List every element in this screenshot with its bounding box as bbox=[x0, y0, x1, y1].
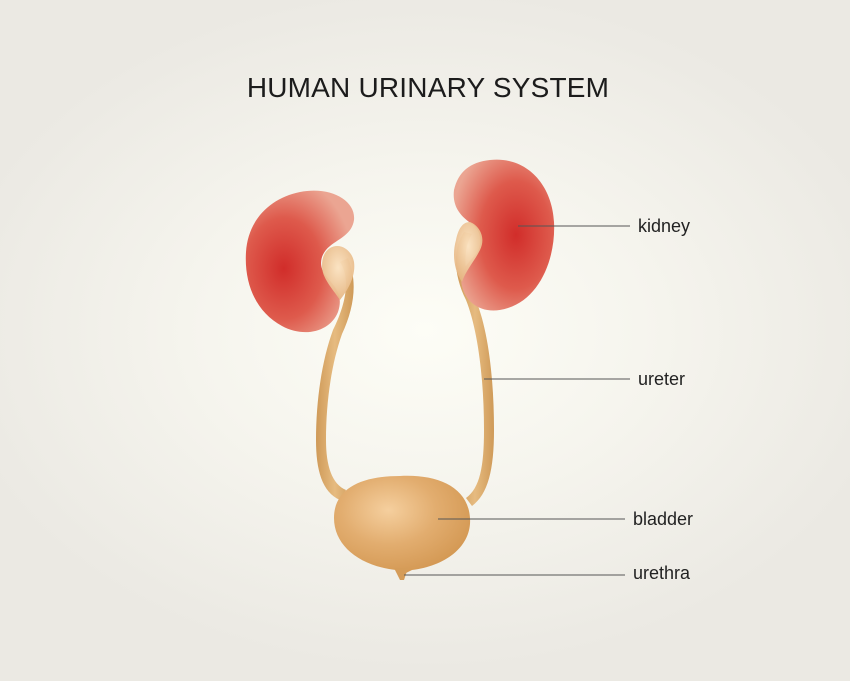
left-kidney bbox=[245, 190, 355, 333]
urethra-label: urethra bbox=[633, 563, 691, 583]
right-renal-pelvis bbox=[454, 222, 483, 282]
bladder bbox=[334, 475, 471, 574]
kidney-label: kidney bbox=[638, 216, 691, 236]
bladder-label: bladder bbox=[633, 509, 694, 529]
ureter-label: ureter bbox=[638, 369, 686, 389]
left-ureter bbox=[316, 258, 354, 500]
left-renal-pelvis bbox=[322, 245, 355, 300]
right-ureter bbox=[455, 232, 494, 506]
urethra bbox=[394, 568, 408, 580]
right-kidney bbox=[453, 159, 555, 311]
diagram-title: HUMAN URINARY SYSTEM bbox=[246, 72, 610, 103]
